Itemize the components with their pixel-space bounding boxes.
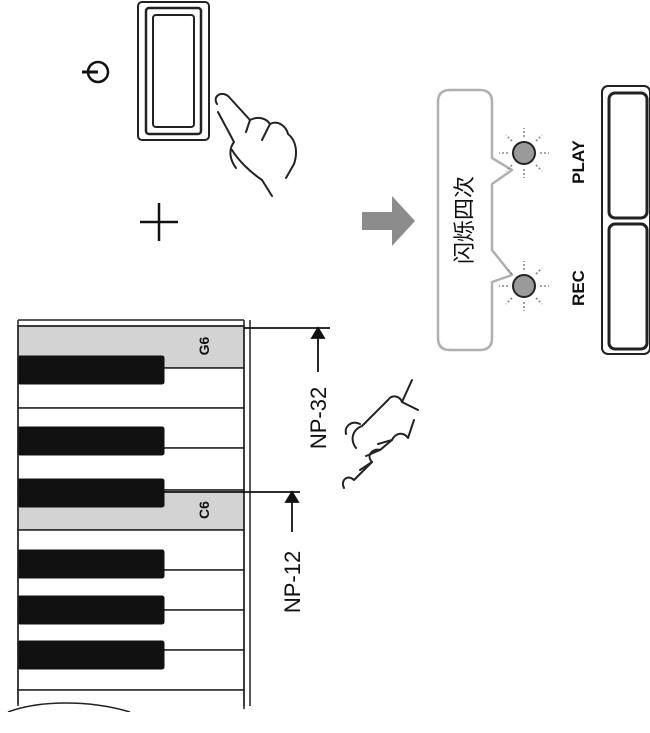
led-play (499, 128, 549, 178)
key-pressing-hand-icon (342, 379, 419, 489)
play-button[interactable] (607, 91, 649, 220)
power-button-panel (137, 1, 210, 141)
power-icon (82, 60, 110, 84)
black-key[interactable] (17, 640, 165, 670)
black-key[interactable] (17, 426, 165, 456)
plus-sign (140, 203, 178, 241)
rec-button[interactable] (607, 222, 649, 351)
keyboard (0, 319, 250, 712)
play-label: PLAY (569, 139, 588, 183)
pressing-hand-icon (214, 93, 297, 197)
np12-indicator (164, 490, 300, 532)
callout-bubble: 闪烁四次 (436, 88, 514, 352)
rec-label: REC (569, 270, 588, 306)
arrow-right-icon (362, 196, 415, 246)
note-label-g6: G6 (196, 336, 212, 355)
led-rec (499, 261, 549, 311)
black-key[interactable] (17, 595, 165, 625)
black-key[interactable] (17, 478, 165, 508)
black-key[interactable] (17, 549, 165, 579)
np12-label: NP-12 (280, 551, 305, 613)
callout-text: 闪烁四次 (453, 176, 478, 264)
np32-label: NP-32 (306, 387, 331, 449)
np32-indicator (244, 326, 330, 372)
black-key[interactable] (17, 355, 165, 385)
note-label-c6: C6 (196, 501, 212, 519)
